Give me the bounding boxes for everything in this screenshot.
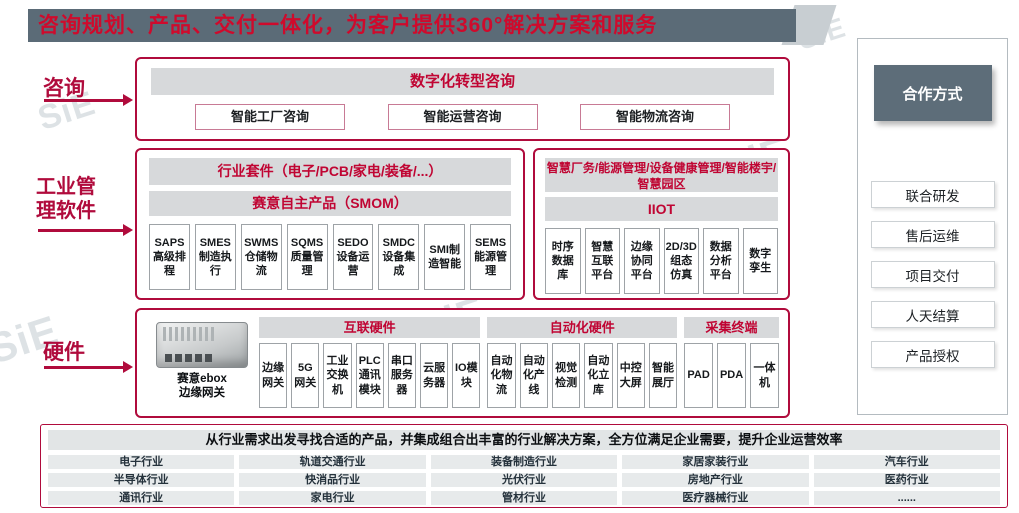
- hardware-group-header: 互联硬件: [259, 317, 481, 338]
- industry-item: ......: [813, 491, 1000, 505]
- smom-product-item: SMES制造执行: [194, 224, 236, 290]
- hardware-item: 一体机: [750, 343, 779, 408]
- industry-item: 通讯行业: [48, 491, 235, 505]
- hardware-item: 串口服务器: [387, 343, 417, 408]
- iiot-header: IIOT: [545, 197, 778, 221]
- hardware-item: 智能展厅: [648, 343, 678, 408]
- consulting-section-header: 数字化转型咨询: [151, 68, 774, 95]
- industry-item: 家电行业: [239, 491, 426, 505]
- cooperation-panel: 合作方式 联合研发售后运维项目交付人天结算产品授权: [857, 38, 1008, 415]
- title-banner: 咨询规划、产品、交付一体化，为客户提供360°解决方案和服务: [28, 9, 796, 42]
- cooperation-item: 售后运维: [870, 221, 995, 248]
- iiot-item: 时序数据库: [545, 228, 581, 294]
- industry-suite-header: 行业套件（电子/PCB/家电/装备/...）: [149, 158, 511, 185]
- iiot-item: 数字孪生: [742, 228, 778, 294]
- label-industrial-software: 工业管理软件: [36, 176, 96, 222]
- industry-item: 家居家装行业: [622, 455, 809, 469]
- industry-item: 汽车行业: [813, 455, 1000, 469]
- hardware-item-list: 自动化物流自动化产线视觉检测自动化立库中控大屏智能展厅: [487, 343, 678, 408]
- hardware-item: 视觉检测: [551, 343, 581, 408]
- industry-item: 医药行业: [813, 473, 1000, 487]
- hardware-item: IO模块: [452, 343, 481, 408]
- industry-item: 电子行业: [48, 455, 235, 469]
- hardware-item: 自动化产线: [519, 343, 548, 408]
- hardware-item: 自动化物流: [487, 343, 516, 408]
- consulting-item: 智能物流咨询: [580, 104, 730, 130]
- industry-solutions-section: 从行业需求出发寻找合适的产品，并集成组合出丰富的行业解决方案，全方位满足企业需要…: [40, 424, 1008, 508]
- smom-product-item: SWMS仓储物流: [240, 224, 282, 290]
- label-hardware: 硬件: [43, 341, 85, 364]
- hardware-item: 工业交换机: [323, 343, 352, 408]
- label-consulting: 咨询: [43, 77, 85, 100]
- page-title: 咨询规划、产品、交付一体化，为客户提供360°解决方案和服务: [38, 14, 658, 37]
- consulting-arrow-icon: [44, 94, 133, 106]
- industry-item: 轨道交通行业: [239, 455, 426, 469]
- ebox-device-image: [156, 322, 248, 368]
- consulting-item: 智能工厂咨询: [195, 104, 345, 130]
- industry-item: 装备制造行业: [430, 455, 618, 469]
- iiot-item: 智慧互联平台: [584, 228, 620, 294]
- hardware-item: 5G网关: [291, 343, 320, 408]
- smart-facility-header: 智慧厂务/能源管理/设备健康管理/智能楼宇/智慧园区: [545, 158, 778, 192]
- cooperation-header: 合作方式: [873, 65, 992, 121]
- hardware-arrow-icon: [44, 361, 133, 373]
- smom-product-item: SMI制造智能: [424, 224, 466, 290]
- industry-item: 快消品行业: [239, 473, 426, 487]
- cooperation-item: 人天结算: [870, 301, 995, 328]
- iiot-item: 边缘协同平台: [624, 228, 660, 294]
- smom-product-item: SQMS质量管理: [286, 224, 328, 290]
- consulting-section: 数字化转型咨询 智能工厂咨询 智能运营咨询 智能物流咨询: [135, 57, 790, 141]
- smom-product-item: SMDC设备集成: [378, 224, 420, 290]
- smom-product-item: SEDO设备运营: [332, 224, 374, 290]
- hardware-item: 自动化立库: [584, 343, 613, 408]
- hardware-group-header: 自动化硬件: [487, 317, 678, 338]
- hardware-group-1: 自动化硬件自动化物流自动化产线视觉检测自动化立库中控大屏智能展厅: [487, 317, 678, 408]
- cooperation-item: 产品授权: [870, 341, 995, 368]
- industry-grid: 电子行业轨道交通行业装备制造行业家居家装行业汽车行业半导体行业快消品行业光伏行业…: [48, 455, 1000, 505]
- hardware-item: PAD: [684, 343, 714, 408]
- cooperation-items: 联合研发售后运维项目交付人天结算产品授权: [858, 181, 1007, 368]
- industry-item: 光伏行业: [430, 473, 618, 487]
- smom-product-item: SEMS能源管理: [470, 224, 511, 290]
- iiot-section: 智慧厂务/能源管理/设备健康管理/智能楼宇/智慧园区 IIOT 时序数据库智慧互…: [533, 148, 790, 300]
- industry-solutions-header: 从行业需求出发寻找合适的产品，并集成组合出丰富的行业解决方案，全方位满足企业需要…: [48, 430, 1000, 450]
- hardware-item: 云服务器: [420, 343, 449, 408]
- smom-product-item: SAPS高级排程: [149, 224, 190, 290]
- hardware-item: 边缘网关: [259, 343, 288, 408]
- ebox-device-caption: 赛意ebox 边缘网关: [177, 373, 227, 400]
- software-arrow-icon: [38, 224, 133, 236]
- cooperation-item: 项目交付: [870, 261, 995, 288]
- software-suite-section: 行业套件（电子/PCB/家电/装备/...） 赛意自主产品（SMOM） SAPS…: [135, 148, 525, 300]
- hardware-group-header: 采集终端: [684, 317, 779, 338]
- hardware-item: PDA: [717, 343, 747, 408]
- industry-item: 房地产行业: [622, 473, 809, 487]
- industry-item: 医疗器械行业: [622, 491, 809, 505]
- smom-products-header: 赛意自主产品（SMOM）: [149, 191, 511, 216]
- industry-item: 管材行业: [430, 491, 618, 505]
- hardware-item: PLC通讯模块: [355, 343, 384, 408]
- consulting-items: 智能工厂咨询 智能运营咨询 智能物流咨询: [151, 104, 774, 130]
- consulting-item: 智能运营咨询: [387, 104, 538, 130]
- cooperation-item: 联合研发: [870, 181, 995, 208]
- ebox-device: 赛意ebox 边缘网关: [149, 322, 255, 401]
- hardware-item: 中控大屏: [616, 343, 645, 408]
- iiot-item: 2D/3D组态仿真: [663, 228, 699, 294]
- industry-item: 半导体行业: [48, 473, 235, 487]
- iiot-item: 数据分析平台: [703, 228, 739, 294]
